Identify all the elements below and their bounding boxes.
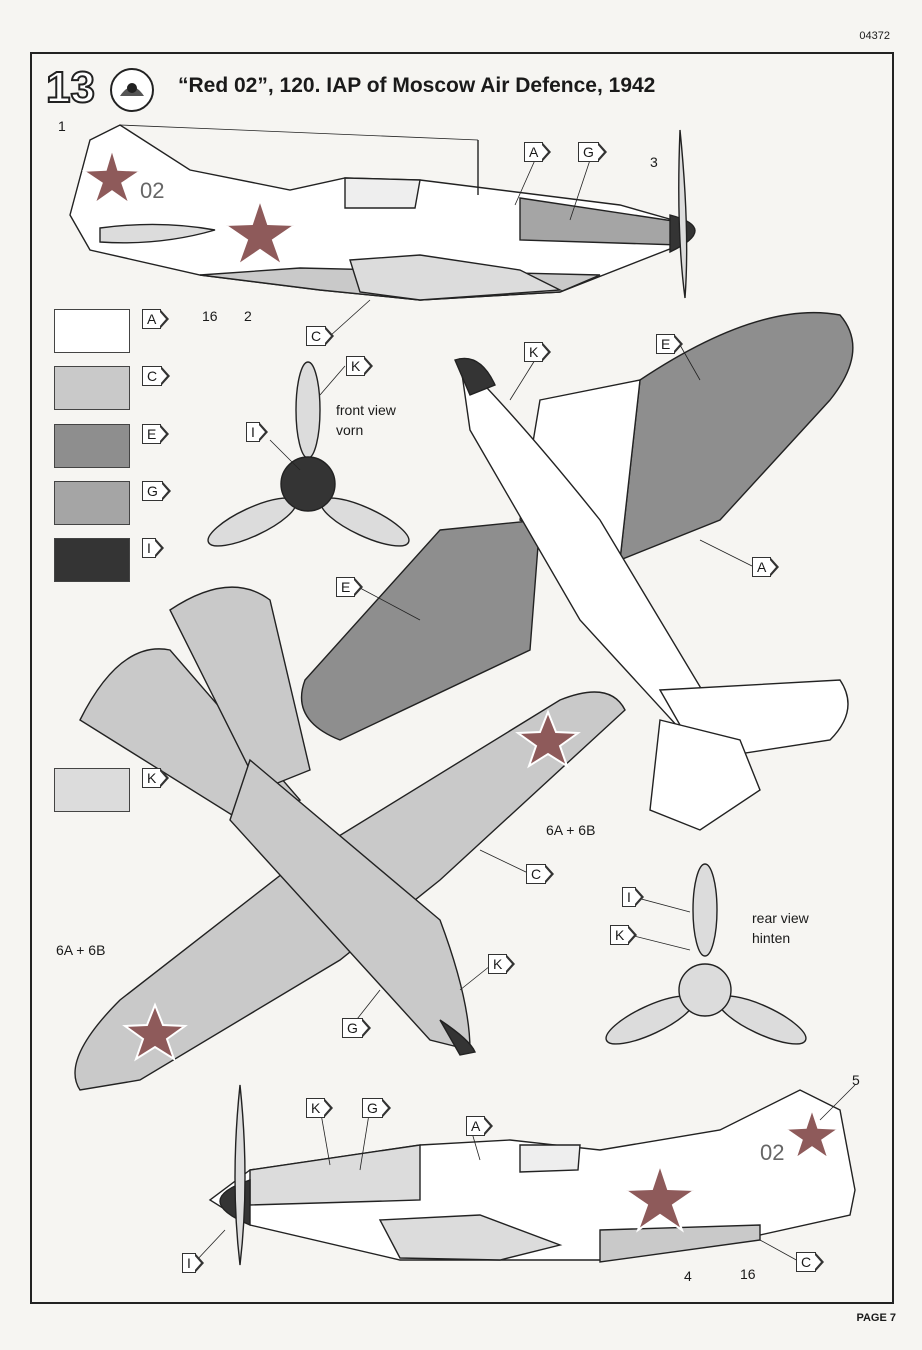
- front-view-propeller: [207, 361, 410, 547]
- decal-number-16-bottom: 16: [740, 1266, 756, 1282]
- decal-number-4: 4: [684, 1268, 692, 1284]
- callout-e-1: E: [656, 334, 684, 354]
- callout-k-4: K: [488, 954, 516, 974]
- swatch-k: [54, 768, 130, 812]
- decal-number-2: 2: [244, 308, 252, 324]
- decal-number-16-top: 16: [202, 308, 218, 324]
- rear-view-label-de: hinten: [752, 930, 791, 946]
- callout-k-3: K: [610, 925, 638, 945]
- legend-tag-i: I: [142, 538, 164, 558]
- legend-tag-e: E: [142, 424, 170, 444]
- page-title: “Red 02”, 120. IAP of Moscow Air Defence…: [178, 74, 656, 97]
- page-number: PAGE 7: [856, 1312, 896, 1324]
- swatch-g: [54, 481, 130, 525]
- fuselage-number-right: 02: [760, 1140, 785, 1165]
- step-number: 13: [45, 63, 96, 112]
- legend-tag-c: C: [142, 366, 171, 386]
- top-view: [300, 311, 854, 831]
- callout-a-3: A: [466, 1116, 494, 1136]
- callout-a-1: A: [524, 142, 552, 162]
- fuselage-number-left: 02: [140, 178, 165, 203]
- swatch-i: [54, 538, 130, 582]
- decal-6a6b-right: 6A + 6B: [546, 822, 596, 838]
- decal-number-1: 1: [58, 118, 66, 134]
- decal-6a6b-left: 6A + 6B: [56, 942, 106, 958]
- callout-e-2: E: [336, 577, 364, 597]
- callout-c-3: C: [796, 1252, 825, 1272]
- callout-c-1: C: [306, 326, 335, 346]
- fuselage-star-right: [621, 1161, 699, 1233]
- side-profile-left: [69, 124, 696, 301]
- rear-view-label: rear view: [752, 910, 809, 926]
- rear-view-propeller: [605, 863, 807, 1045]
- callout-g-2: G: [342, 1018, 371, 1038]
- fuselage-star: [221, 196, 299, 268]
- painting-step-icon: [108, 66, 160, 123]
- swatch-c: [54, 366, 130, 410]
- legend-tag-a: A: [142, 309, 170, 329]
- swatch-a: [54, 309, 130, 353]
- catalog-code: 04372: [859, 30, 890, 42]
- side-profile-right: [208, 1084, 856, 1266]
- callout-i-1: I: [246, 422, 268, 442]
- underside-star-right: [515, 709, 581, 769]
- front-view-label-de: vorn: [336, 422, 364, 438]
- callout-g-1: G: [578, 142, 607, 162]
- callout-k-1: K: [346, 356, 374, 376]
- callout-c-2: C: [526, 864, 555, 884]
- legend-tag-k: K: [142, 768, 170, 788]
- decal-number-5: 5: [852, 1072, 860, 1088]
- swatch-e: [54, 424, 130, 468]
- callout-i-3: I: [182, 1253, 204, 1273]
- callout-g-3: G: [362, 1098, 391, 1118]
- callout-a-2: A: [752, 557, 780, 577]
- bottom-view: [74, 586, 626, 1091]
- legend-tag-g: G: [142, 481, 171, 501]
- tail-star-right: [783, 1107, 841, 1160]
- callout-k-5: K: [306, 1098, 334, 1118]
- callout-k-2: K: [524, 342, 552, 362]
- instruction-frame: [30, 52, 894, 1304]
- tail-star: [81, 147, 143, 205]
- decal-number-3: 3: [650, 154, 658, 170]
- underside-star-left: [122, 1002, 188, 1062]
- callout-i-2: I: [622, 887, 644, 907]
- front-view-label: front view: [336, 402, 396, 418]
